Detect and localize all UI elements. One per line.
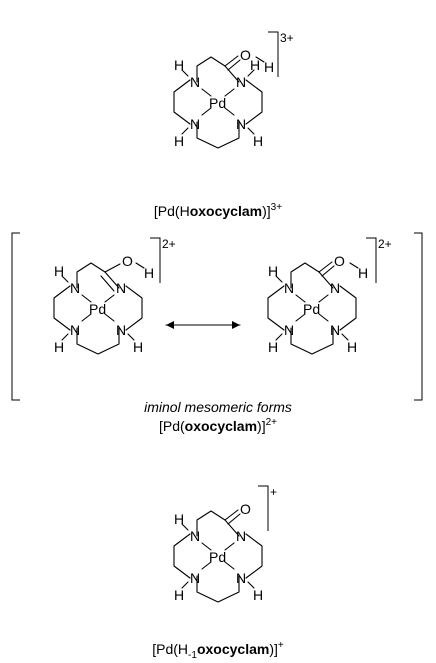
charge-label: 3+ (280, 31, 294, 45)
resonance-arrow (165, 321, 241, 329)
atom-h: H (253, 133, 263, 149)
atom-h: H (358, 265, 368, 281)
atom-o: O (334, 253, 345, 269)
atom-n: N (190, 570, 200, 586)
atom-h: H (174, 57, 184, 73)
atom-n: N (236, 116, 246, 132)
charge-label: 2+ (162, 237, 176, 251)
atom-h: H (174, 587, 184, 603)
structure-hoxocyclam: N N N N Pd O H H H H H 3+ (173, 31, 294, 149)
atom-n: N (70, 322, 80, 338)
atom-n: N (190, 528, 200, 544)
atom-h: H (253, 587, 263, 603)
charge-label: + (270, 485, 277, 499)
atom-h: H (144, 265, 154, 281)
atom-h: H (250, 57, 260, 73)
atom-h: H (268, 263, 278, 279)
caption-h-1-oxocyclam: [Pd(H-1oxocyclam)]+ (152, 640, 284, 661)
atom-n: N (236, 74, 246, 90)
atom-n: N (330, 280, 340, 296)
atom-pd: Pd (89, 301, 106, 317)
mesomeric-note: iminol mesomeric forms (144, 399, 292, 415)
atom-o: O (240, 501, 251, 517)
atom-n: N (330, 322, 340, 338)
atom-o: O (122, 253, 133, 269)
atom-h: H (54, 339, 64, 355)
atom-n: N (70, 280, 80, 296)
caption-hoxocyclam: [Pd(Hoxocyclam)]3+ (154, 202, 282, 219)
structure-iminol-left: N N N N Pd O H H H H 2+ (53, 237, 176, 355)
atom-h: H (268, 339, 278, 355)
atom-n: N (116, 322, 126, 338)
right-bracket (414, 232, 423, 401)
atom-h: H (264, 59, 274, 75)
left-bracket (11, 232, 20, 401)
atom-n: N (236, 570, 246, 586)
atom-h: H (174, 133, 184, 149)
atom-n: N (284, 322, 294, 338)
atom-o: O (240, 47, 251, 63)
atom-h: H (54, 263, 64, 279)
atom-n: N (236, 528, 246, 544)
atom-n: N (190, 116, 200, 132)
atom-n: N (284, 280, 294, 296)
atom-pd: Pd (209, 549, 226, 565)
atom-pd: Pd (209, 95, 226, 111)
atom-h: H (347, 339, 357, 355)
atom-h: H (174, 511, 184, 527)
structure-h-1-oxocyclam: N N N N Pd O H H H + (173, 485, 277, 603)
caption-oxocyclam: [Pd(oxocyclam)]2+ (159, 417, 277, 434)
atom-h: H (133, 339, 143, 355)
atom-n: N (190, 74, 200, 90)
structure-iminol-right: N N N N Pd O H H H H 2+ (267, 237, 392, 355)
charge-label: 2+ (378, 237, 392, 251)
atom-n: N (116, 280, 126, 296)
atom-pd: Pd (303, 301, 320, 317)
